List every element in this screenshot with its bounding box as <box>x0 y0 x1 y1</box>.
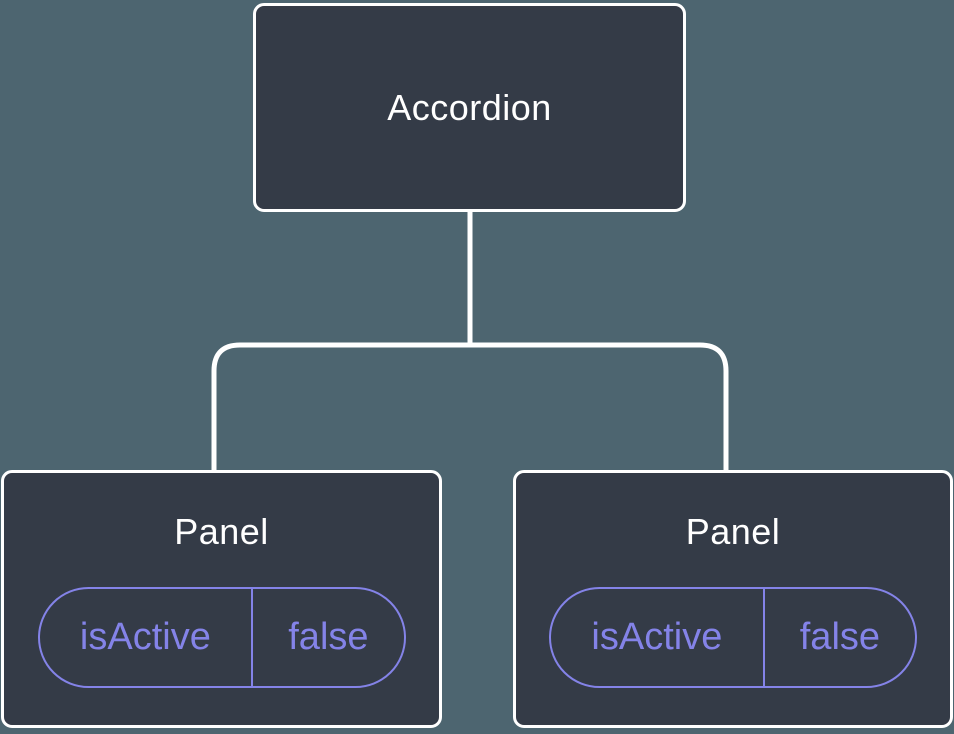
accordion-node-label: Accordion <box>387 86 552 128</box>
state-value: false <box>288 616 369 658</box>
panel-node-label: Panel <box>174 511 269 552</box>
state-name: isActive <box>40 589 254 686</box>
state-pill: isActive false <box>549 587 917 688</box>
state-name: isActive <box>551 589 765 686</box>
state-value: false <box>799 616 881 658</box>
connector-branch-line <box>211 342 729 472</box>
component-node-accordion: Accordion <box>253 3 686 212</box>
component-node-panel-right: Panel isActive false <box>513 470 953 728</box>
panel-node-label: Panel <box>685 511 781 552</box>
state-pill: isActive false <box>37 587 406 688</box>
component-node-panel-left: Panel isActive false <box>1 470 442 728</box>
